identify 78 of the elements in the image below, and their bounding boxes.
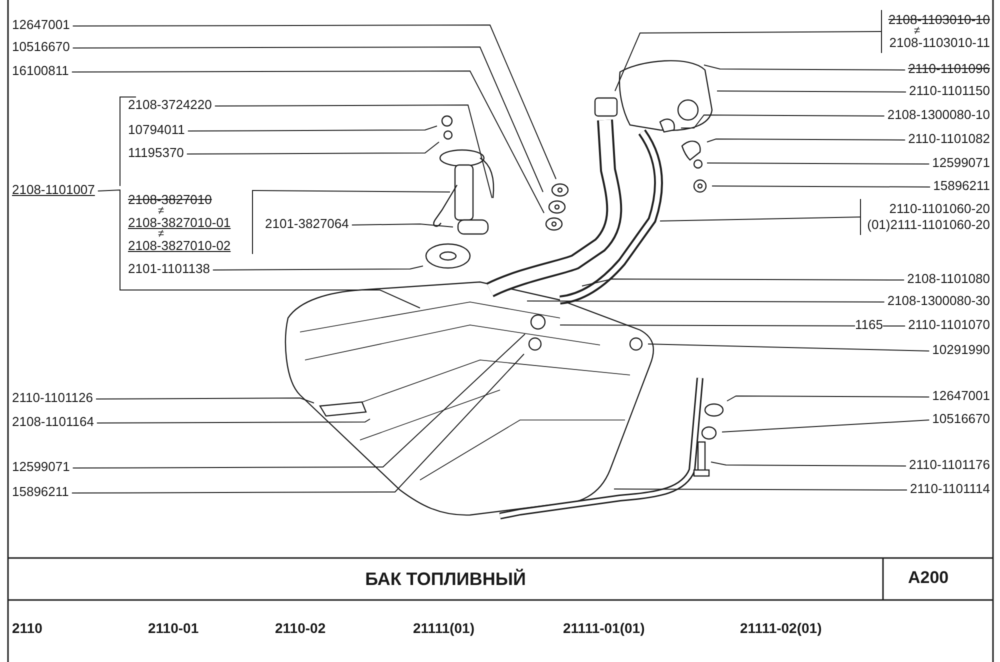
leader-line xyxy=(72,46,544,192)
part-number: 2108-1103010-11 xyxy=(888,35,990,51)
leader-line xyxy=(614,31,882,92)
leader-line xyxy=(712,186,931,188)
model-code: 21111(01) xyxy=(413,620,475,636)
leader-line xyxy=(680,114,885,128)
leader-line xyxy=(726,396,930,402)
part-number: 2108-3827010-01 xyxy=(128,215,232,230)
model-code: 21111-01(01) xyxy=(563,620,645,636)
leader-line xyxy=(710,462,906,466)
bracket-group xyxy=(128,190,253,254)
part-number: 2110-1101150 xyxy=(909,83,990,99)
leader-line xyxy=(187,126,438,132)
leader-line xyxy=(186,142,440,154)
part-number: (01)2111-1101060-20 xyxy=(867,217,990,233)
leader-line xyxy=(722,420,930,432)
model-code: 2110-02 xyxy=(275,620,326,636)
bracket-group xyxy=(881,10,990,53)
part-number: 2108-3827010-02 xyxy=(128,238,232,254)
leader-line xyxy=(72,334,526,468)
part-number: 10516670 xyxy=(12,39,70,55)
bracket-group xyxy=(860,199,990,235)
part-number: 2110-1101060-20 xyxy=(888,201,990,217)
part-number: 2108-1300080-30 xyxy=(887,293,990,309)
model-code: 2110 xyxy=(12,620,42,636)
title: БАК ТОПЛИВНЫЙ xyxy=(364,569,527,589)
part-number: 2108-3724220 xyxy=(128,97,212,113)
part-number: 2101-1101138 xyxy=(128,261,210,277)
part-number: 2108-1101164 xyxy=(12,414,94,430)
leader-line xyxy=(96,418,370,424)
part-number: 2110-1101114 xyxy=(910,481,990,497)
leader-line xyxy=(72,24,556,180)
part-number: 10291990 xyxy=(932,342,990,358)
leader-line xyxy=(560,324,906,326)
part-number: 2110-1101082 xyxy=(908,131,990,147)
leader-line xyxy=(252,190,450,192)
part-number: 2108-1101007 xyxy=(12,182,95,198)
leader-line xyxy=(716,90,906,92)
part-number: 2101-3827064 xyxy=(265,216,349,232)
part-number: 11195370 xyxy=(128,145,184,161)
part-number: 12599071 xyxy=(932,155,990,171)
part-number: 2110-1101096 xyxy=(908,61,990,77)
part-number: 12647001 xyxy=(932,388,990,404)
leader-line xyxy=(351,224,454,228)
leader-line xyxy=(706,138,906,142)
leader-line xyxy=(214,104,492,198)
part-number: 10794011 xyxy=(128,122,185,138)
part-number: 12647001 xyxy=(12,17,70,33)
model-code: 2110-01 xyxy=(148,620,199,636)
leader-line xyxy=(660,216,861,222)
leader-line xyxy=(648,344,930,352)
part-number: 15896211 xyxy=(933,178,990,194)
part-number: 15896211 xyxy=(12,484,69,500)
part-number: 10516670 xyxy=(932,411,990,427)
part-number: 2110-1101126 xyxy=(12,390,93,406)
part-number: 2108-1300080-10 xyxy=(887,107,990,123)
not-equal-sign: ≠ xyxy=(157,231,166,238)
model-code: 21111-02(01) xyxy=(740,620,822,636)
leader-line xyxy=(96,398,314,404)
part-number: 2108-1101080 xyxy=(907,271,990,287)
not-equal-sign: ≠ xyxy=(157,208,166,215)
leader-line xyxy=(704,64,906,70)
leader-line xyxy=(71,70,544,214)
leader-line xyxy=(706,162,930,164)
leader-line xyxy=(71,354,524,494)
part-number: 12599071 xyxy=(12,459,70,475)
part-number: 2108-1103010-10 xyxy=(888,12,990,27)
not-equal-sign: ≠ xyxy=(912,28,921,35)
leader-line xyxy=(614,488,908,490)
part-number: 2108-3827010 xyxy=(128,192,213,207)
leader-line xyxy=(97,189,420,308)
leader-line xyxy=(582,278,905,286)
sheet-code: A200 xyxy=(908,570,949,586)
leader-line xyxy=(526,300,885,302)
part-number: 2110-1101070 xyxy=(908,317,990,333)
part-number: 16100811 xyxy=(12,63,69,79)
part-number: 2110-1101176 xyxy=(909,457,990,473)
leader-line xyxy=(212,266,424,270)
